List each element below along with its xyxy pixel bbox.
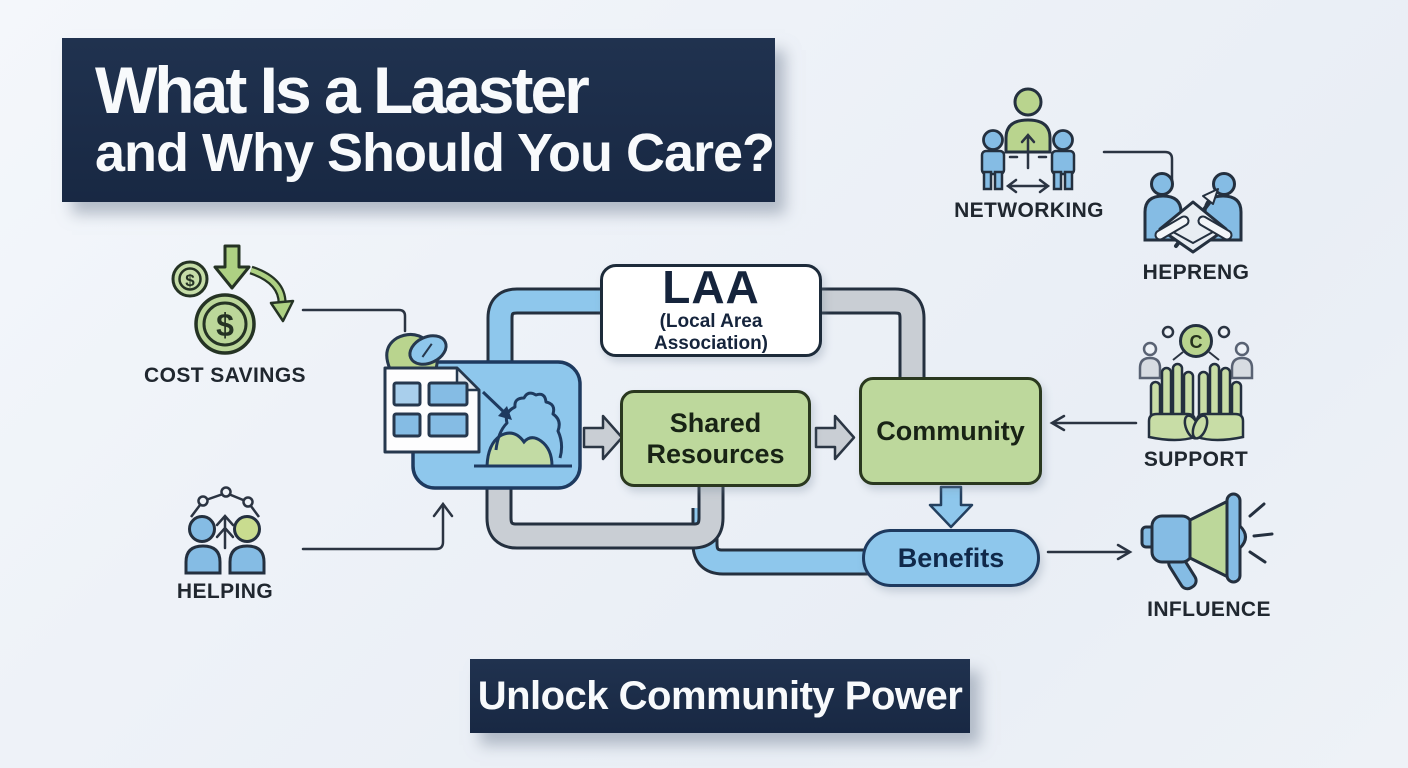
pipe-laa-to-hub [486, 287, 601, 370]
shared-resources-box: Shared Resources [620, 390, 811, 487]
title-banner: What Is a Laaster and Why Should You Car… [62, 38, 775, 202]
support-letter: C [1190, 332, 1203, 352]
raised-hands-icon: C [1138, 324, 1254, 442]
connector-helping-arrowhead [432, 501, 454, 518]
hub-green-hill [485, 431, 554, 468]
helping-label: HELPING [176, 580, 274, 603]
right-hand [1191, 362, 1245, 442]
title-line1: What Is a Laaster [95, 52, 590, 127]
hub-blue-cap [408, 334, 448, 366]
connector-networking [1102, 150, 1174, 184]
pipe-shared-to-benefits [691, 508, 868, 576]
support-label: SUPPORT [1143, 448, 1249, 471]
hepreng-label: HEPRENG [1142, 261, 1250, 284]
community-box: Community [859, 377, 1042, 485]
cost-savings-label: COST SAVINGS [144, 364, 306, 387]
two-people-holding-envelope-icon [1143, 172, 1243, 254]
megaphone-icon [1140, 492, 1274, 591]
hub-arrowhead [498, 406, 512, 420]
footer-banner: Unlock Community Power [470, 659, 970, 733]
hub-card [383, 366, 481, 454]
title-line2: and Why Should You Care? [95, 122, 775, 183]
coins-down-arrow-icon: $ $ [171, 244, 295, 355]
benefits-box: Benefits [862, 529, 1040, 587]
laa-full-name: (Local Area Association) [653, 311, 769, 355]
laa-abbr: LAA [662, 260, 760, 313]
two-people-network-icon [184, 486, 266, 575]
connector-cost-savings [301, 308, 407, 333]
big-coin-dollar: $ [216, 307, 234, 343]
connector-influence-arrowhead [1116, 543, 1133, 561]
connector-support-arrowhead [1049, 414, 1066, 432]
pipe-hub-to-shared [485, 480, 725, 550]
left-hand [1147, 362, 1201, 442]
laa-box: LAA (Local Area Association) [600, 264, 822, 357]
footer-label: Unlock Community Power [477, 673, 963, 718]
networking-label: NETWORKING [954, 199, 1104, 222]
three-people-exchange-icon [980, 87, 1076, 194]
pipe-laa-to-community [821, 287, 926, 382]
arrow-shared-to-community [814, 414, 856, 461]
connector-helping [301, 504, 445, 551]
arrow-community-to-benefits [928, 485, 974, 529]
small-coin-dollar: $ [185, 271, 195, 290]
influence-label: INFLUENCE [1147, 598, 1271, 621]
hub-arrow [481, 390, 508, 416]
arrow-hub-to-shared [582, 414, 624, 461]
